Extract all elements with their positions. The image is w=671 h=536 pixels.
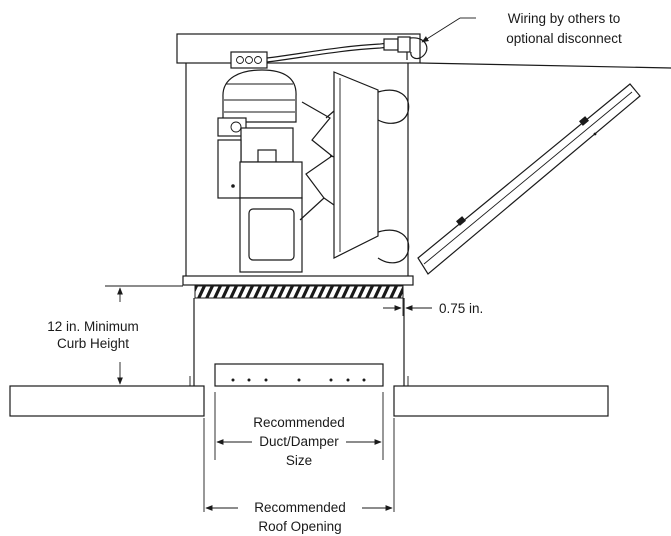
duct-damper-dimension: Recommended Duct/Damper Size [216, 415, 382, 468]
duct-damper-label-line1: Recommended [253, 415, 345, 430]
curb-height-label-line1: 12 in. Minimum [47, 319, 139, 334]
dimension-extension-lines [105, 285, 404, 512]
roof-curb [189, 298, 409, 386]
wiring-label-line1: Wiring by others to [508, 11, 621, 26]
gap-dimension: 0.75 in. [383, 301, 483, 316]
curb-height-label-line2: Curb Height [57, 336, 129, 351]
fan-wheel-icon [299, 71, 410, 264]
curb-gasket [194, 285, 404, 299]
roof-opening-label-line2: Roof Opening [258, 519, 341, 534]
motor-icon [217, 69, 297, 199]
roof-opening-label-line1: Recommended [254, 500, 346, 515]
wiring-callout: Wiring by others to optional disconnect [421, 11, 622, 46]
wiring-conduit [266, 36, 428, 63]
duct-damper-label-line3: Size [286, 453, 312, 468]
curb-height-dimension: 12 in. Minimum Curb Height [47, 287, 139, 385]
roof-deck [9, 385, 609, 417]
gap-label: 0.75 in. [439, 301, 483, 316]
duct-damper [214, 363, 384, 387]
motor-mount [239, 161, 303, 273]
base-plate [182, 275, 414, 286]
open-hinged-panel [417, 83, 641, 275]
junction-box [230, 51, 268, 69]
wiring-label-line2: optional disconnect [506, 31, 622, 46]
roof-opening-dimension: Recommended Roof Opening [205, 500, 393, 534]
duct-damper-label-line2: Duct/Damper [259, 434, 339, 449]
